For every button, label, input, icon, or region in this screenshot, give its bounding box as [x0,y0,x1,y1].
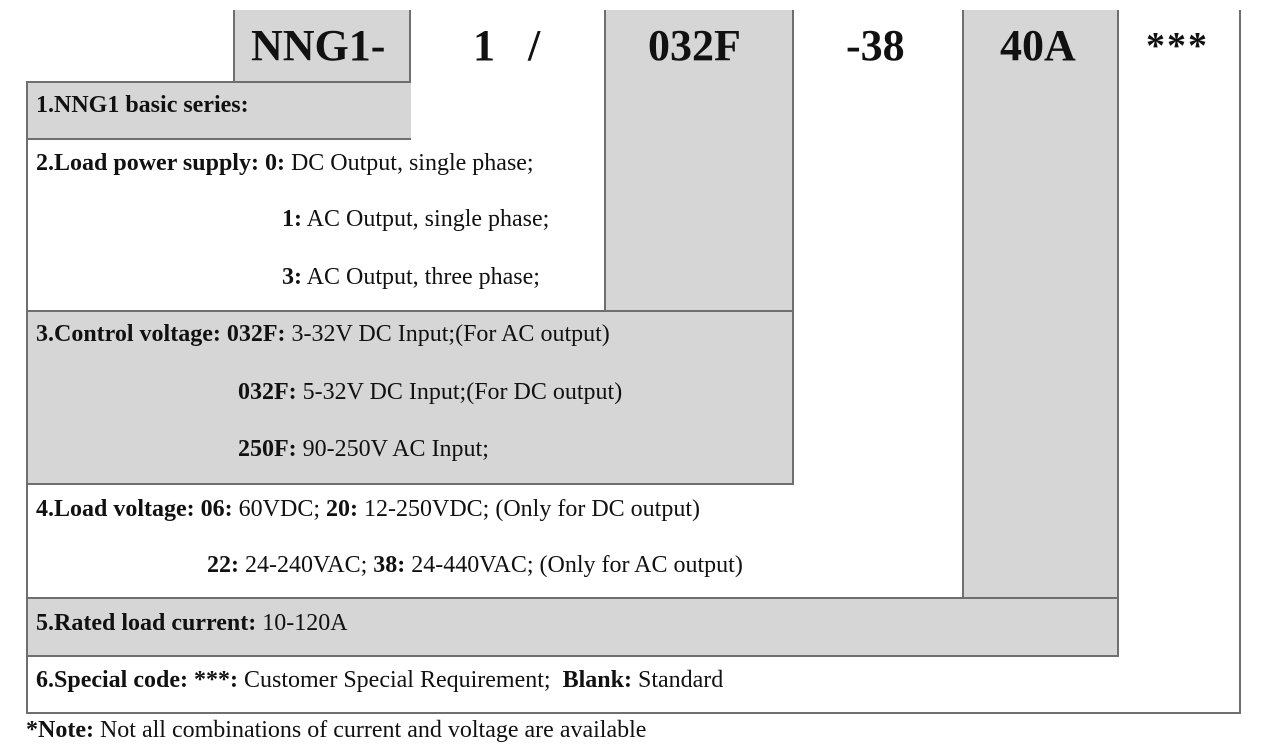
code-slash: / [528,21,541,70]
option-text: 5-32V DC Input;(For DC output) [296,379,623,405]
code-power-supply: 1 [473,21,495,70]
option-text: AC Output, three phase; [302,264,540,290]
section-power-supply-0: 2.Load power supply: 0: DC Output, singl… [36,150,534,177]
section-rated-current: 5.Rated load current: 10-120A [36,610,348,637]
option-text: DC Output, single phase; [284,150,534,176]
option-text: 24-240VAC; [239,552,374,578]
section-special-code: 6.Special code: ***: Customer Special Re… [36,667,723,694]
frame-load-voltage-bottom [26,483,964,599]
option-text: AC Output, single phase; [302,206,550,232]
code-load-voltage: -38 [846,21,905,70]
section-title: 5.Rated load current: [36,610,257,636]
frame-power-supply-bottom [26,138,606,312]
option-text: 90-250V AC Input; [296,436,489,462]
option-text: Customer Special Requirement; [237,667,563,693]
option-text: 3-32V DC Input;(For AC output) [285,321,610,347]
note: *Note: Not all combinations of current a… [26,717,646,744]
frame-special-code-bottom [26,655,1241,714]
option-code: 1: [282,206,302,232]
code-control-voltage: 032F [648,21,741,70]
option-code: 38: [373,552,406,578]
section-title: 4.Load voltage: [36,496,195,522]
code-special: *** [1146,25,1209,67]
frame-control-voltage-bottom [26,310,794,485]
option-text: 24-440VAC; (Only for AC output) [405,552,743,578]
option-code: 032F: [226,321,286,347]
frame-basic-series-bottom [26,81,411,140]
option-text: Standard [631,667,724,693]
option-code: Blank: [562,667,632,693]
section-title: 6.Special code: [36,667,188,693]
frame-special-code [1117,10,1241,714]
option-code: 3: [282,264,302,290]
section-control-voltage-a: 3.Control voltage: 032F: 3-32V DC Input;… [36,321,610,348]
section-load-voltage-a: 4.Load voltage: 06: 60VDC; 20: 12-250VDC… [36,496,700,523]
section-power-supply-3: 3: AC Output, three phase; [282,264,540,291]
section-title: 1.NNG1 basic series: [36,92,249,118]
section-control-voltage-c: 250F: 90-250V AC Input; [238,436,489,463]
frame-basic-series-fill [228,83,248,138]
code-series: NNG1- [251,21,386,70]
section-load-voltage-b: 22: 24-240VAC; 38: 24-440VAC; (Only for … [207,552,743,579]
note-text: Not all combinations of current and volt… [93,717,647,743]
option-text: 10-120A [256,610,348,636]
option-code: 250F: [238,436,297,462]
section-title: 3.Control voltage: [36,321,221,347]
code-rated-current: 40A [1000,21,1076,70]
note-label: *Note: [26,717,94,743]
section-title: 2.Load power supply: [36,150,259,176]
option-code: 20: [326,496,359,522]
section-basic-series: 1.NNG1 basic series: [36,92,249,119]
option-code: 032F: [238,379,297,405]
option-text: 60VDC; [232,496,327,522]
option-code: 22: [207,552,239,578]
section-control-voltage-b: 032F: 5-32V DC Input;(For DC output) [238,379,622,406]
option-text: 12-250VDC; (Only for DC output) [358,496,700,522]
option-code: 06: [200,496,233,522]
section-power-supply-1: 1: AC Output, single phase; [282,206,549,233]
frame-rated-current-bottom [26,597,1119,657]
option-code: 0: [264,150,285,176]
frame-rated-current [962,10,1119,657]
option-code: ***: [193,667,238,693]
